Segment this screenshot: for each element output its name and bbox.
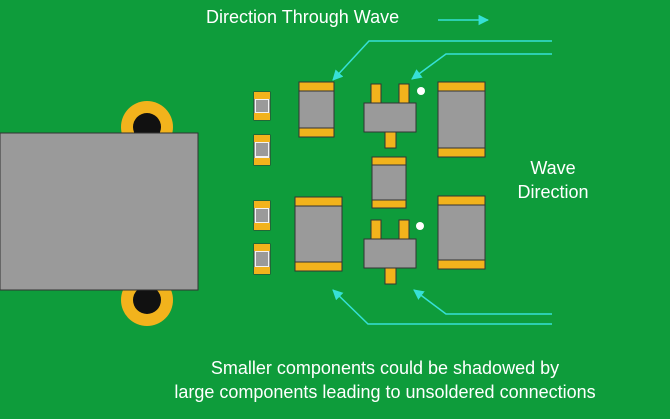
caption-line2: large components leading to unsoldered c… xyxy=(174,382,596,402)
medium-component xyxy=(371,156,407,209)
wave-label-line1: Wave xyxy=(530,158,576,178)
medium-component xyxy=(298,81,335,138)
wave-arrow-bottom-left xyxy=(332,289,552,325)
large-component xyxy=(437,195,486,270)
transistor-top xyxy=(363,83,425,149)
caption-line1: Smaller components could be shadowed by xyxy=(210,358,560,378)
wave-arrow-top-right xyxy=(411,53,552,80)
large-connector xyxy=(0,132,199,291)
transistor-bottom xyxy=(363,219,424,285)
caption: Smaller components could be shadowed by … xyxy=(100,356,670,404)
direction-title: Direction Through Wave xyxy=(206,7,400,27)
small-component xyxy=(253,134,271,166)
wave-arrow-top-left xyxy=(332,40,552,81)
wave-arrow-bottom-right xyxy=(413,289,552,315)
small-component xyxy=(253,200,271,231)
small-component xyxy=(253,243,271,275)
wave-direction-label: Wave Direction xyxy=(498,156,608,204)
small-component xyxy=(253,91,271,121)
large-component xyxy=(437,81,486,158)
large-component xyxy=(294,196,343,272)
wave-label-line2: Direction xyxy=(517,182,589,202)
